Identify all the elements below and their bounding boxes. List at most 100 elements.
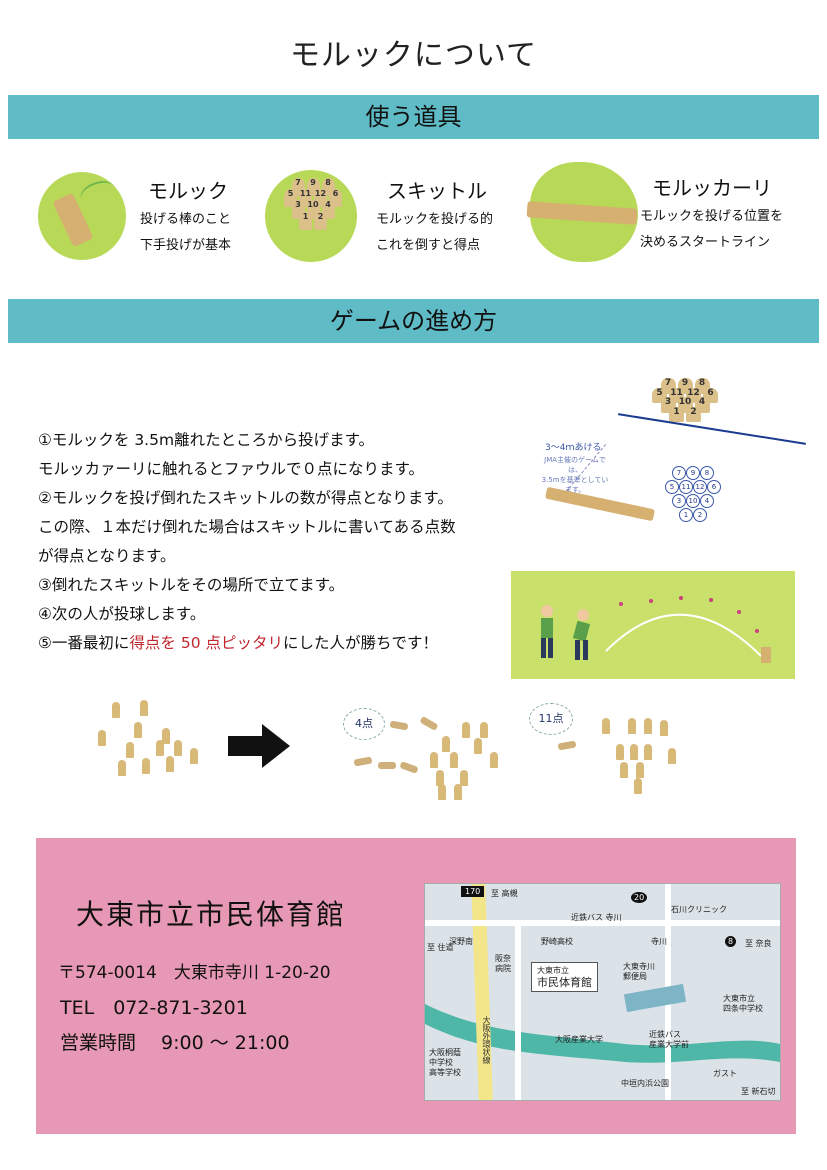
map-label-gym: 大東市立市民体育館 <box>531 962 598 992</box>
map-label-park: 中垣内浜公園 <box>621 1079 669 1088</box>
standing-skittle <box>454 784 462 800</box>
map-label-hospital: 阪奈病院 <box>495 954 511 973</box>
route-8-badge: 8 <box>725 936 737 947</box>
tool-name-molkkaari: モルッカーリ <box>652 176 772 200</box>
standing-skittle <box>490 752 498 768</box>
example-11-points-skittles <box>550 708 690 794</box>
step-4: ④次の人が投球します。 <box>38 605 206 623</box>
skittle-1: 1 <box>299 211 312 230</box>
skittle-number-3: 3 <box>672 494 686 508</box>
standing-skittle <box>644 718 652 734</box>
facility-hours: 営業時間 9:00 〜 21:00 <box>60 1032 290 1054</box>
standing-skittle <box>438 784 446 800</box>
skittle-number-4: 4 <box>700 494 714 508</box>
skittle-number-12: 12 <box>693 480 707 494</box>
players-illustration <box>511 571 795 679</box>
standing-skittle <box>190 748 198 764</box>
skittle-number-11: 11 <box>679 480 693 494</box>
map-label-sumino: 至 住道 <box>427 943 454 952</box>
fallen-skittle <box>389 720 409 731</box>
example-4-points-skittles <box>350 712 500 800</box>
player-1-icon <box>541 605 553 658</box>
tool-desc-molkkaari: モルックを投げる位置を 決めるスタートライン <box>640 209 784 250</box>
skittle-2: 2 <box>686 406 701 423</box>
step-1-note: モルッカァーリに触れるとファウルで０点になります。 <box>38 460 424 478</box>
skittle-number-2: 2 <box>693 508 707 522</box>
map-label-shijo-jhs: 大東市立四条中学校 <box>723 994 763 1013</box>
standing-skittle <box>174 740 182 756</box>
map-label-ishikawa: 石川クリニック <box>671 905 727 914</box>
standing-skittle <box>142 758 150 774</box>
standing-skittle <box>462 722 470 738</box>
standing-skittle <box>620 762 628 778</box>
map-label-nozaki: 野崎高校 <box>541 937 573 946</box>
main-road <box>471 884 493 1100</box>
skittle-number-9: 9 <box>686 466 700 480</box>
player-2-icon <box>572 609 591 660</box>
standing-skittle <box>630 744 638 760</box>
page-title: モルックについて <box>289 38 538 73</box>
skittle-number-10: 10 <box>686 494 700 508</box>
standing-skittle <box>436 770 444 786</box>
step-5: ⑤一番最初に得点を 50 点ピッタリにした人が勝ちです！ <box>38 634 438 652</box>
standing-skittle <box>156 740 164 756</box>
standing-skittle <box>98 730 106 746</box>
standing-skittle <box>450 752 458 768</box>
gym-building-icon <box>623 983 687 1013</box>
skittle-2: 2 <box>314 211 327 230</box>
skittle-number-1: 1 <box>679 508 693 522</box>
section-tools-header: 使う道具 <box>8 95 819 139</box>
skittle-number-5: 5 <box>665 480 679 494</box>
standing-skittle <box>602 718 610 734</box>
standing-skittle <box>634 778 642 794</box>
fallen-skittle <box>399 761 419 774</box>
standing-skittle <box>112 702 120 718</box>
standing-skittle <box>636 762 644 778</box>
facility-name: 大東市立市民体育館 <box>76 898 347 931</box>
standing-skittle <box>644 744 652 760</box>
score-bubble-4: 4点 <box>343 708 385 740</box>
standing-skittle <box>140 700 148 716</box>
standing-skittle <box>628 718 636 734</box>
step-3: ③倒れたスキットルをその場所で立てます。 <box>38 576 345 594</box>
standing-skittle <box>474 738 482 754</box>
target-skittle-icon <box>761 647 771 663</box>
tool-name-molkky: モルック <box>148 179 228 203</box>
step-2-note-a: この際、１本だけ倒れた場合はスキットルに書いてある点数 <box>38 518 456 536</box>
tool-name-skittle: スキットル <box>387 179 487 203</box>
step-1: ①モルックを 3.5m離れたところから投げます。 <box>38 431 375 449</box>
standing-skittle <box>616 744 624 760</box>
route-170-badge: 170 <box>461 886 485 897</box>
skittle-number-8: 8 <box>700 466 714 480</box>
route-20-badge: 20 <box>631 892 648 903</box>
facility-address: 〒574-0014 大東市寺川 1-20-20 <box>58 963 331 983</box>
map-label-osaka-sangyo: 大阪産業大学 <box>555 1035 603 1044</box>
map-roads <box>425 884 780 1100</box>
fallen-skittle <box>378 762 396 769</box>
example-before-skittles <box>90 700 200 792</box>
map-label-gusto: ガスト <box>713 1069 737 1078</box>
section-howto-header: ゲームの進め方 <box>8 299 819 343</box>
standing-skittle <box>430 752 438 768</box>
standing-skittle <box>126 742 134 758</box>
skittle-1: 1 <box>669 406 684 423</box>
fallen-skittle <box>557 740 577 751</box>
map-label-post: 大東寺川郵便局 <box>623 962 655 981</box>
step-2-note-b: が得点となります。 <box>38 547 176 565</box>
skittle-number-7: 7 <box>672 466 686 480</box>
map-label-kintetsu-bus: 近鉄バス 寺川 <box>571 913 622 922</box>
distance-note: JMA主催のゲームでは、 3.5mを基準としています。 <box>541 456 609 494</box>
standing-skittle <box>162 728 170 744</box>
standing-skittle <box>118 760 126 776</box>
map-label-teragawa: 寺川 <box>651 937 667 946</box>
tool-desc-skittle: モルックを投げる的 これを倒すと得点 <box>376 212 494 253</box>
fallen-skittle <box>419 715 439 732</box>
map-label-bus-stop: 近鉄バス産業大学前 <box>649 1030 689 1049</box>
step-2: ②モルックを投げ倒れたスキットルの数が得点となります。 <box>38 489 453 507</box>
standing-skittle <box>480 722 488 738</box>
map-label-nara: 至 奈良 <box>745 939 772 948</box>
map-label-toin: 大阪桐蔭中学校高等学校 <box>429 1048 461 1077</box>
